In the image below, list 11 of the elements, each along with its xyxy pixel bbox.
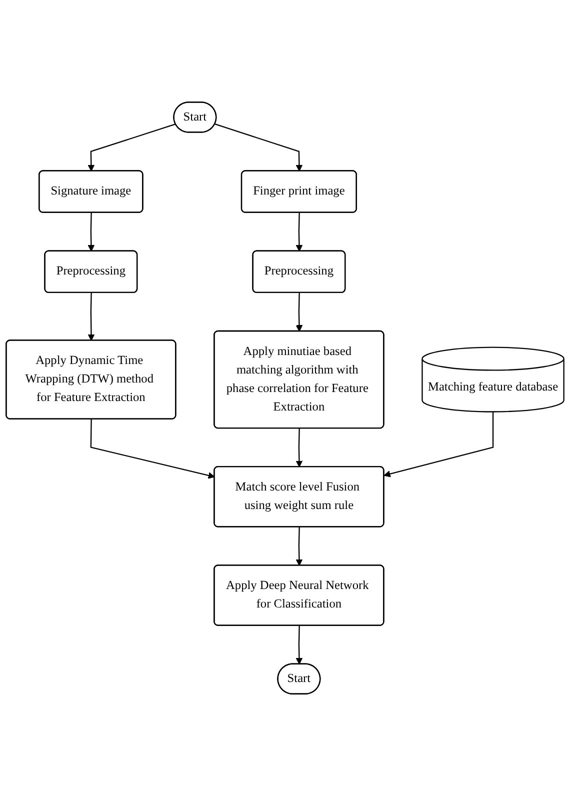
arrow <box>296 527 303 566</box>
arrow <box>90 419 215 479</box>
arrow <box>88 292 95 341</box>
arrow <box>296 212 303 252</box>
arrow <box>88 124 176 172</box>
arrow <box>296 292 303 332</box>
arrow <box>296 428 303 468</box>
arrow <box>296 626 303 664</box>
arrow <box>384 412 494 478</box>
arrow <box>88 212 95 252</box>
arrow <box>214 124 303 172</box>
